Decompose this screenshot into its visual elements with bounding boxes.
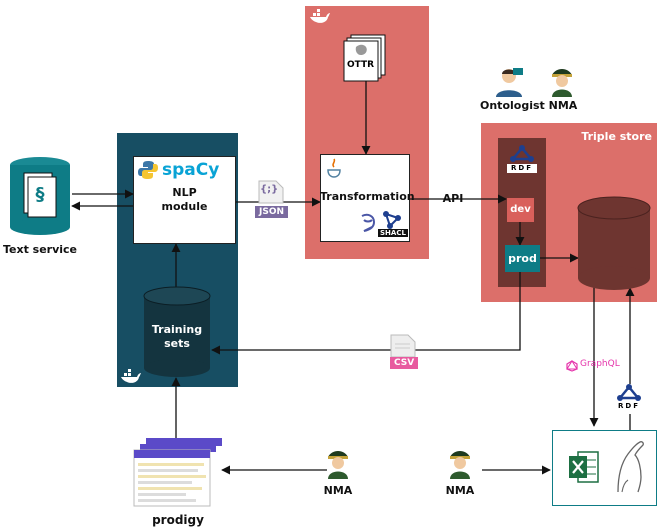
java-icon	[327, 158, 341, 178]
nlp-label: NLP	[172, 186, 197, 199]
ottr-document-icon	[343, 34, 386, 82]
csv-badge: CSV	[390, 357, 419, 369]
graphql-icon	[566, 360, 578, 372]
rdf-bottom-label: RDF	[618, 402, 640, 410]
transformation-label: Transformation	[320, 190, 415, 203]
nma-top-label: NMA	[548, 99, 578, 112]
csv-file-icon	[390, 334, 416, 358]
module-label: module	[161, 200, 208, 213]
nma-person-icon	[450, 451, 470, 479]
graphql-label: GraphQL	[580, 359, 620, 369]
shacl-graph-icon	[383, 211, 401, 229]
nma-person-icon	[328, 451, 348, 479]
rdf-bottom-icon	[615, 384, 643, 414]
nma-left-label: NMA	[323, 484, 353, 497]
nma-right-label: NMA	[445, 484, 475, 497]
text-service-label: Text service	[2, 243, 78, 256]
text-service-database-icon	[10, 157, 70, 235]
ottr-label: OTTR	[347, 60, 375, 70]
prod-stage: prod	[505, 245, 540, 272]
prodigy-label: prodigy	[152, 513, 204, 527]
python-icon	[138, 161, 158, 179]
section-icon: §	[35, 184, 45, 205]
shacl-label: SHACL	[378, 229, 408, 237]
rdf-icon	[507, 145, 537, 173]
anteater-icon	[617, 441, 644, 493]
docker-icon	[121, 369, 141, 383]
excel-icon	[569, 451, 599, 483]
owl-ontology-icon	[361, 213, 376, 232]
json-icon-glyph: {;}	[260, 184, 279, 195]
spacy-logo: spaCy	[162, 160, 220, 180]
triple-store-database-icon	[577, 196, 651, 290]
triple-store-title: Triple store	[581, 130, 652, 143]
training-label: Training	[151, 323, 203, 336]
rdf-label: RDF	[511, 164, 533, 172]
dev-stage: dev	[507, 198, 534, 222]
transformation-box	[320, 154, 410, 242]
api-label: API	[442, 192, 464, 205]
sets-label: sets	[164, 337, 190, 350]
nma-person-icon	[552, 69, 572, 97]
docker-icon	[310, 9, 330, 23]
ontologist-person-icon	[496, 68, 523, 97]
json-file-icon	[258, 180, 284, 204]
training-sets-database-icon	[143, 286, 211, 377]
json-badge: JSON	[255, 206, 289, 218]
prodigy-screenshot-stack	[133, 438, 222, 507]
ontologist-label: Ontologist	[480, 99, 545, 112]
